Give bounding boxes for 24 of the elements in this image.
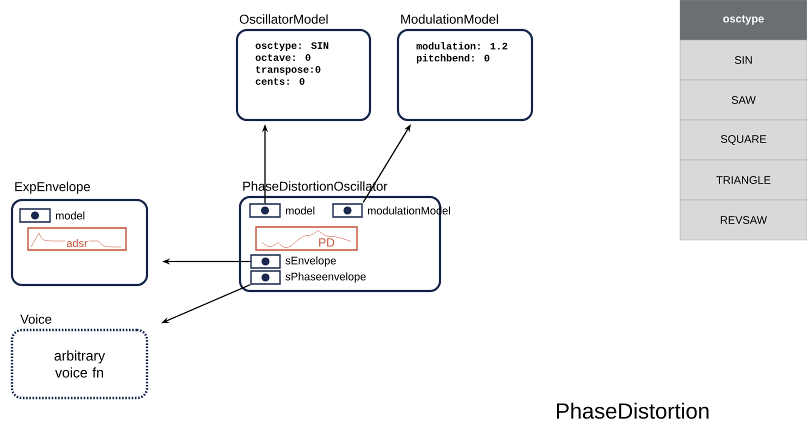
table-header: osctype	[680, 0, 807, 40]
table-cell: TRIANGLE	[680, 160, 807, 200]
waveform-box: PD	[255, 226, 358, 251]
node-label: sEnvelope	[286, 256, 336, 267]
node-label: Voice	[20, 314, 52, 324]
node-label: model	[56, 211, 84, 220]
table-cell: SAW	[680, 80, 807, 120]
node-label: ExpEnvelope	[15, 182, 90, 194]
model-box: OscillatorModel osctype: SIN octave: 0 transpose:0 cents: 0	[236, 14, 372, 122]
waveform-box: adsr	[27, 227, 127, 251]
node-label: OscillatorModel	[240, 14, 328, 24]
slot-box: model	[19, 208, 84, 223]
table-cell: REVSAW	[680, 200, 807, 240]
table-cell: SIN	[680, 40, 807, 80]
node-label: ModulationModel	[401, 14, 498, 24]
model-box: ModulationModel modulation: 1.2 pitchbend: 0	[396, 14, 534, 122]
slot-box: sPhaseenvelope	[250, 270, 366, 285]
diagram-title: PhaseDistortion	[557, 402, 708, 419]
node-label: model	[286, 206, 314, 215]
node-label: sPhaseenvelope	[286, 272, 366, 283]
function-box: Voice arbitrary voice fn	[10, 314, 148, 400]
table-cell: SQUARE	[680, 120, 807, 160]
slot-box: sEnvelope	[250, 254, 336, 269]
slot-box: model	[249, 203, 314, 218]
